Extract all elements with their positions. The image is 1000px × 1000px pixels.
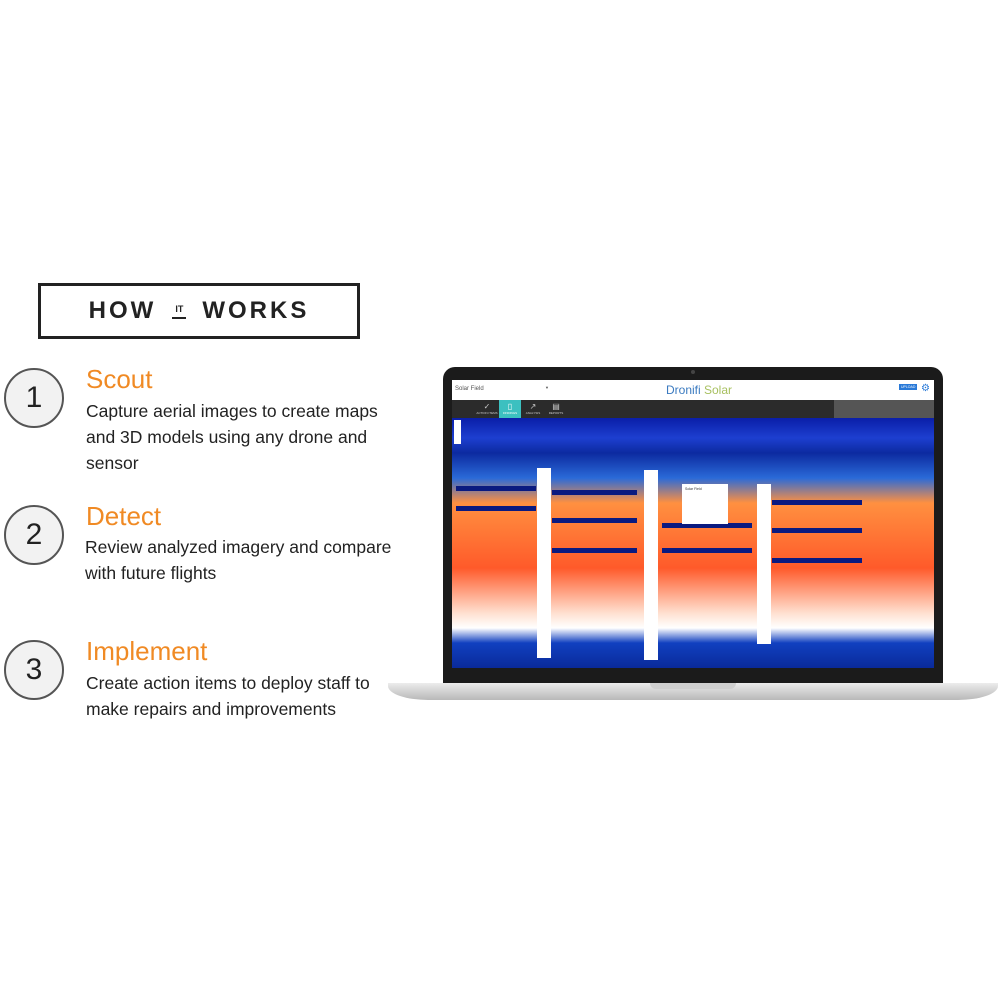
app-header: Solar Field ▼ Dronifi Solar UPLOAD ⚙ xyxy=(452,380,934,400)
gear-icon[interactable]: ⚙ xyxy=(921,383,930,394)
laptop-base xyxy=(388,683,998,700)
camera-icon xyxy=(691,370,695,374)
logo-sub: Solar xyxy=(704,383,733,397)
thermal-map[interactable]: Solar Field xyxy=(452,418,934,668)
map-tools[interactable] xyxy=(834,400,934,418)
heading-how: HOW xyxy=(88,297,157,324)
step-description: Create action items to deploy staff to m… xyxy=(86,673,370,719)
step-number: 3 xyxy=(4,640,64,700)
laptop: Solar Field ▼ Dronifi Solar UPLOAD ⚙ ✓AC… xyxy=(443,367,943,685)
step-title: Implement xyxy=(86,636,208,666)
site-select[interactable]: Solar Field xyxy=(455,386,484,392)
step-number: 2 xyxy=(4,505,64,565)
zoom-controls[interactable] xyxy=(454,420,461,444)
app-screen: Solar Field ▼ Dronifi Solar UPLOAD ⚙ ✓AC… xyxy=(452,380,934,668)
step-title: Scout xyxy=(86,364,153,394)
heading-works: WORKS xyxy=(202,297,310,324)
step-number: 1 xyxy=(4,368,64,428)
map-popup[interactable]: Solar Field xyxy=(682,484,728,524)
chevron-down-icon: ▼ xyxy=(545,385,549,390)
step-description: Review analyzed imagery and compare with… xyxy=(85,537,392,583)
tab-analysis[interactable]: ↗ANALYSIS xyxy=(522,400,544,418)
report-icon: ▤ xyxy=(552,402,560,411)
step-description: Capture aerial images to create maps and… xyxy=(86,401,378,473)
logo-main: Dronifi xyxy=(666,383,701,397)
app-toolbar: ✓ACTION ITEMS ▯FINDINGS ↗ANALYSIS ▤REPOR… xyxy=(452,400,934,418)
chart-icon: ↗ xyxy=(529,402,537,411)
tab-findings[interactable]: ▯FINDINGS xyxy=(499,400,521,418)
tab-reports[interactable]: ▤REPORTS xyxy=(545,400,567,418)
check-icon: ✓ xyxy=(483,402,491,411)
step-title: Detect xyxy=(86,501,162,531)
heading-it: IT xyxy=(172,304,187,319)
tab-action-items[interactable]: ✓ACTION ITEMS xyxy=(476,402,498,415)
how-it-works-heading: HOW IT WORKS xyxy=(38,283,360,339)
upload-button[interactable]: UPLOAD xyxy=(899,384,918,390)
marker-icon: ▯ xyxy=(507,402,513,411)
